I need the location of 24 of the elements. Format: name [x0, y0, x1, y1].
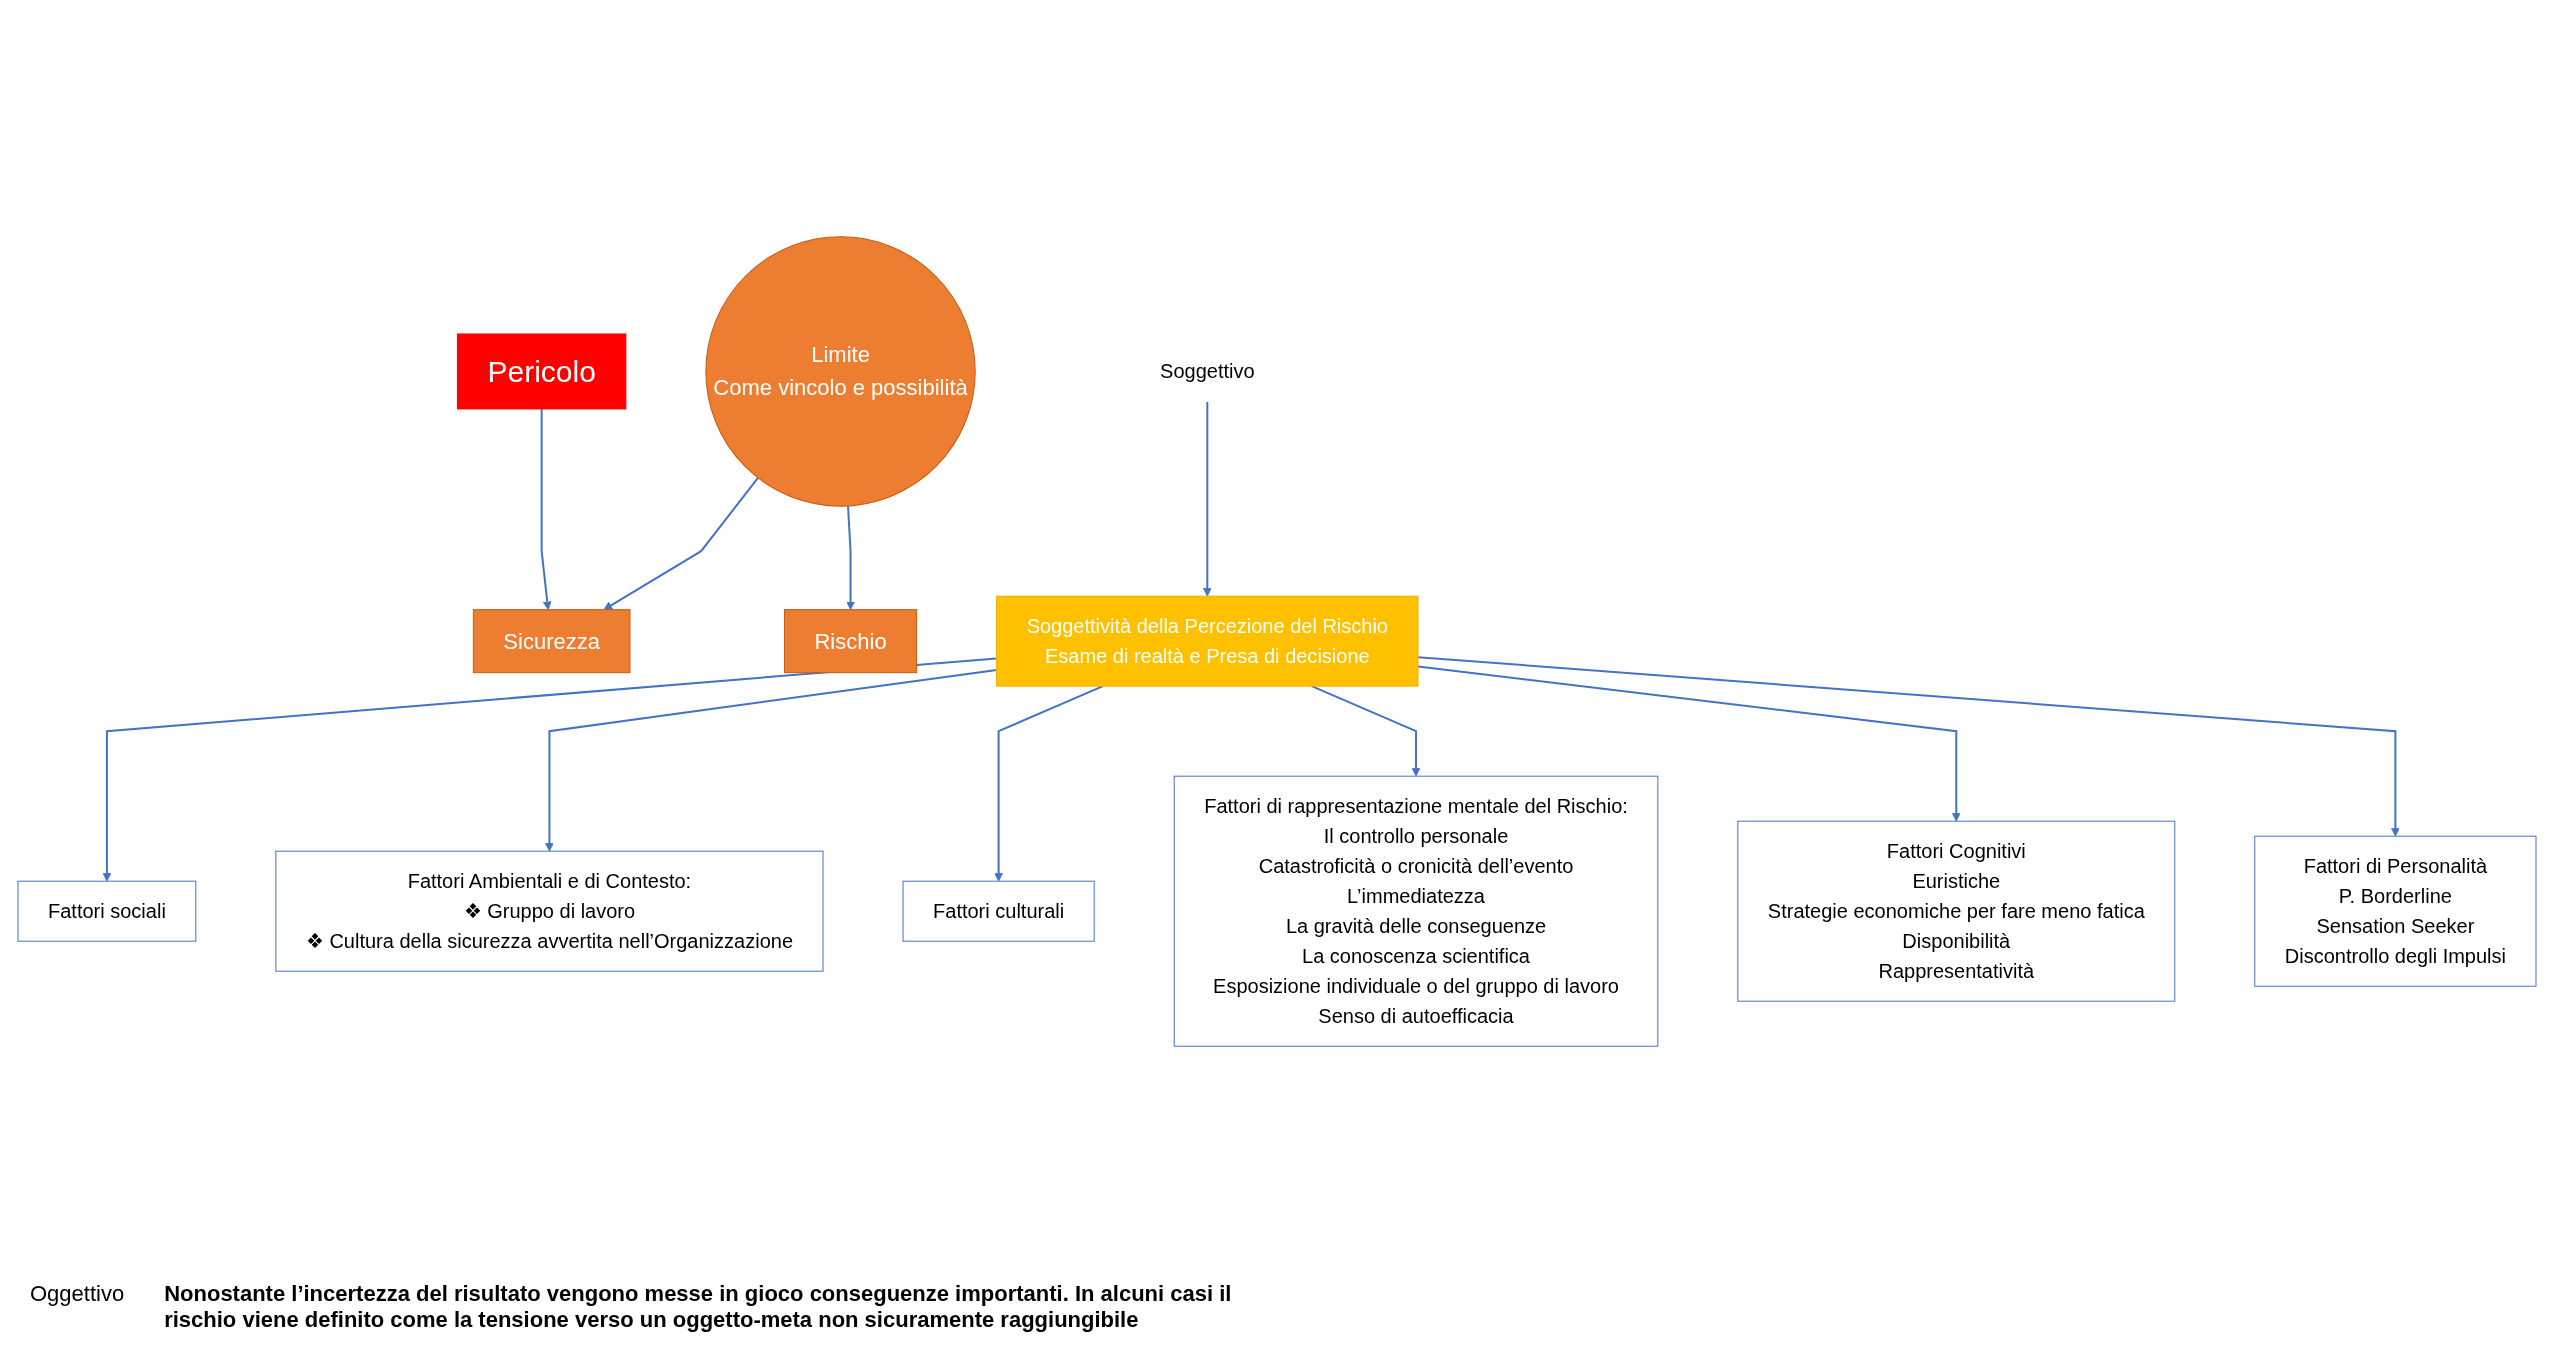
node-text: Soggettivo	[1160, 360, 1255, 383]
arrow	[1310, 685, 1421, 777]
node-box: Fattori Cognitivi Euristiche Strategie economiche per fare meno fatica Disponibilità Rappresentatività	[1737, 820, 2176, 1002]
arrow	[1417, 665, 1961, 822]
arrow	[1202, 400, 1212, 597]
node-box: Fattori sociali	[17, 880, 197, 942]
arrow	[540, 408, 552, 611]
note-text: Nonostante l’incertezza del risultato vengono messe in gioco conseguenze importanti. In alcuni casi il rischio viene definito come la tensione verso un oggetto-meta non sicuramente raggiungibile	[164, 1281, 1233, 1333]
node-box: Rischio	[783, 609, 918, 674]
arrow	[1417, 656, 2400, 837]
node-box: Soggettività della Percezione del Rischio Esame di realtà e Presa di decisione	[996, 595, 1419, 687]
node-box: Fattori Ambientali e di Contesto: ❖ Gruppo di lavoro ❖ Cultura della sicurezza avvertita nell’Organizzazione	[275, 850, 824, 972]
node-box: Fattori culturali	[902, 880, 1095, 942]
arrow	[545, 669, 998, 852]
node-circle: Limite Come vincolo e possibilità	[705, 236, 976, 507]
label-text: Oggettivo	[30, 1281, 125, 1308]
arrow	[846, 504, 855, 611]
arrow	[994, 685, 1104, 882]
arrow	[603, 476, 759, 611]
arrow	[102, 657, 998, 882]
node-box: Fattori di Personalità P. Borderline Sensation Seeker Discontrollo degli Impulsi	[2254, 835, 2537, 987]
node-box: Pericolo	[456, 333, 627, 410]
node-box: Sicurezza	[472, 609, 631, 674]
node-box: Fattori di rappresentazione mentale del Rischio: Il controllo personale Catastroficità o cronicità dell’evento L’immediatezza La gravità delle conseguenze La conoscenza scientifica Esposizione individuale o del gruppo di lavoro Senso di autoefficacia	[1173, 775, 1659, 1047]
